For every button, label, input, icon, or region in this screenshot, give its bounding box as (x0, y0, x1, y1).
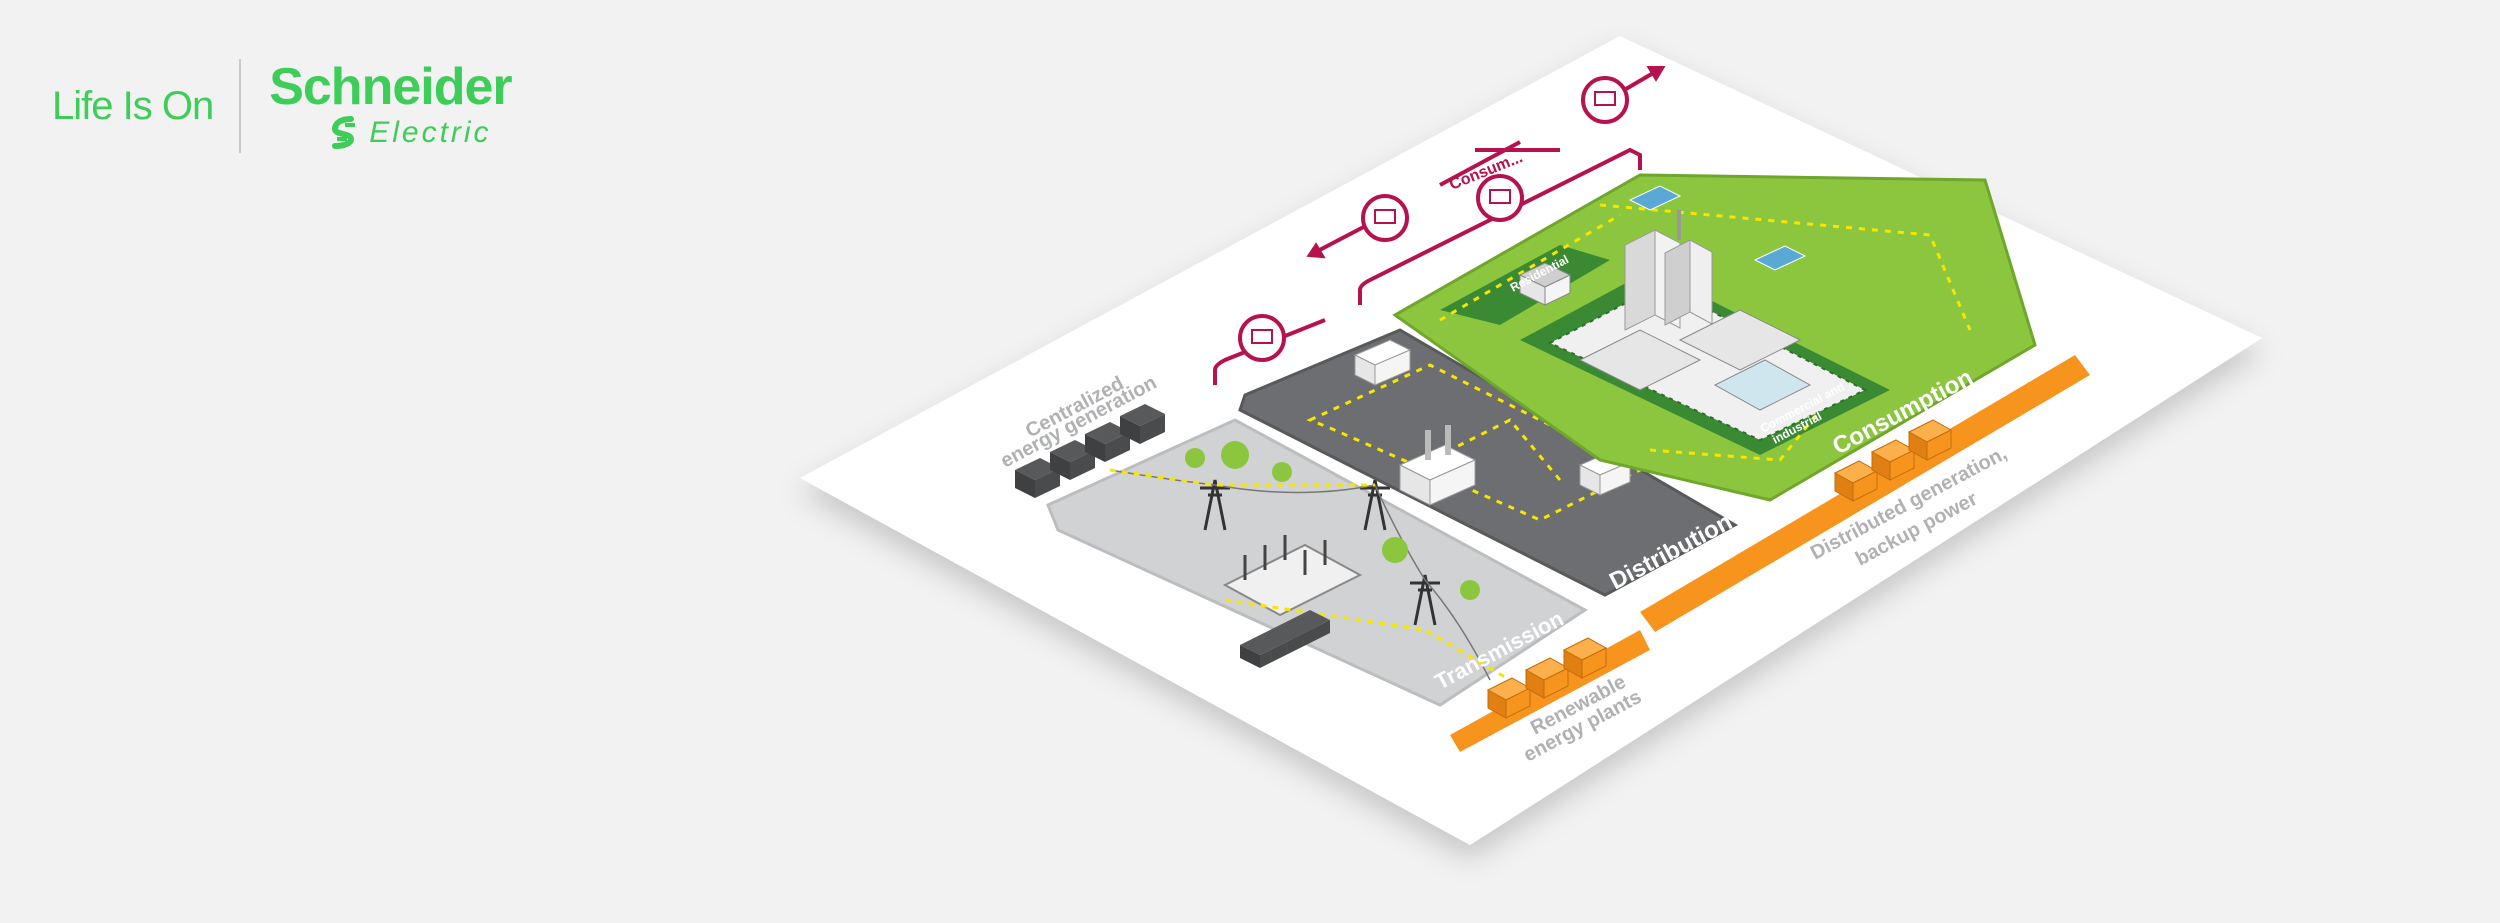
tree-icon (1185, 441, 1480, 600)
factory-icon (1398, 425, 1477, 506)
distributed-icons (1833, 419, 1953, 502)
consumer-flow (1213, 66, 1666, 385)
solar-panel-icon (1628, 185, 1807, 271)
brand-name: Schneider (269, 58, 512, 116)
brand-sub: Electric (369, 116, 492, 149)
skyscraper-icon (1624, 210, 1713, 331)
tagline: Life Is On (52, 83, 214, 128)
transmission-generator-icons (1240, 610, 1330, 668)
house-icon (1518, 262, 1572, 306)
meter-screen-icon (1251, 91, 1616, 344)
transmission-zone: Transmission (1046, 418, 1588, 707)
header-divider (239, 59, 242, 153)
smart-meter-icon (1238, 76, 1629, 362)
schneider-logo[interactable]: Schneider Electric (269, 58, 513, 151)
schneider-mark-icon (332, 116, 356, 149)
renewable-icons (1486, 637, 1608, 719)
consumption-zone: Residential Commercial and industrial Co… (1392, 173, 2037, 502)
brand-header: Life Is On Schneider Electric (52, 56, 513, 156)
industrial-building-icon (1578, 309, 1812, 411)
